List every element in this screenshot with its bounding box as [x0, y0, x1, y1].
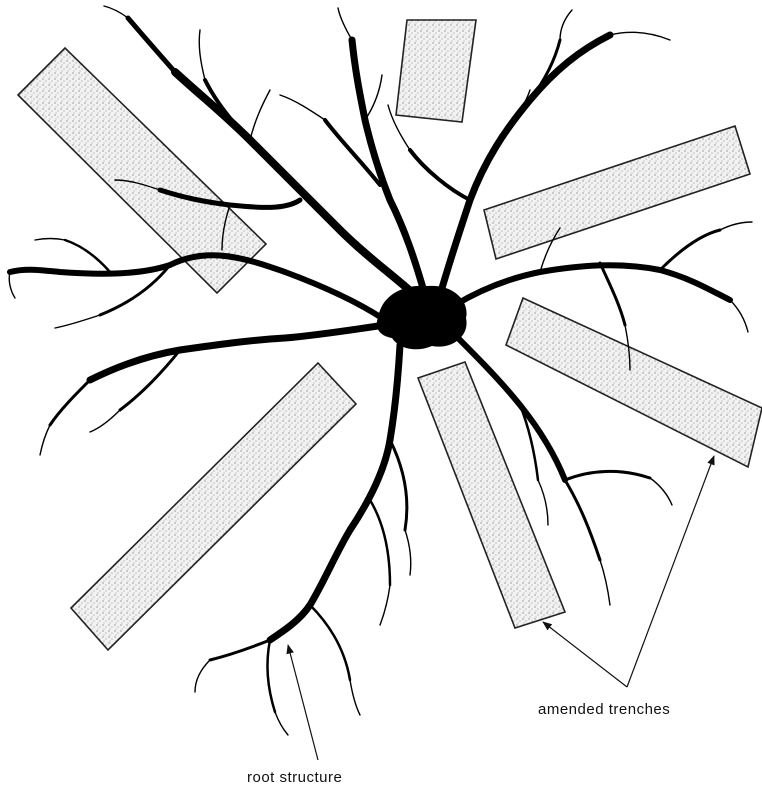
- amended-trenches-label: amended trenches: [538, 701, 670, 718]
- trench-lower-middle: [418, 362, 565, 628]
- arrow-to-right-lower-trench: [627, 456, 714, 687]
- trench-right-upper: [484, 126, 750, 259]
- arrow-to-root-structure: [288, 645, 318, 760]
- root-structure-label: root structure: [247, 769, 342, 786]
- arrow-to-lower-middle-trench: [543, 622, 627, 687]
- trench-top: [396, 20, 476, 122]
